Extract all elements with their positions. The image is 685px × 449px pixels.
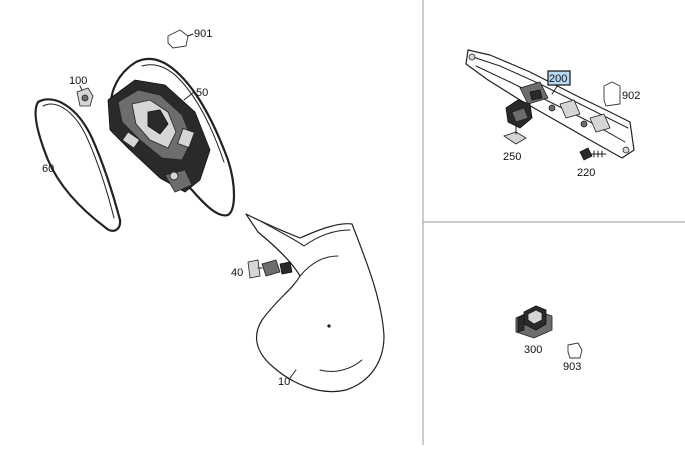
leader-200 (551, 84, 559, 95)
callout-220: 220 (577, 167, 595, 179)
callout-40: 40 (231, 267, 243, 279)
callout-200-box (547, 70, 571, 86)
callout-50: 50 (196, 87, 208, 99)
part-40-connector[interactable] (247, 259, 293, 279)
callout-250: 250 (503, 151, 521, 163)
callout-100: 100 (69, 75, 87, 87)
callout-60: 60 (42, 163, 54, 175)
part-10-mirror-cover[interactable] (245, 213, 385, 393)
leader-50 (183, 91, 195, 101)
leader-10 (289, 369, 297, 379)
callout-902: 902 (622, 90, 640, 102)
leader-100 (79, 85, 83, 91)
callout-10: 10 (278, 376, 290, 388)
part-200-bracket-rail[interactable] (465, 49, 635, 159)
part-902-tag[interactable] (603, 81, 621, 107)
callout-300: 300 (524, 344, 542, 356)
part-250-actuator[interactable] (503, 99, 533, 145)
part-60-mirror-glass[interactable] (34, 98, 122, 232)
part-220-screw[interactable] (579, 147, 607, 161)
callout-903: 903 (563, 361, 581, 373)
callout-901: 901 (194, 28, 212, 40)
callout-200: 200 (549, 73, 567, 85)
part-903-tag[interactable] (567, 342, 583, 359)
part-300-connector[interactable] (515, 305, 553, 339)
part-901-tag[interactable] (167, 29, 189, 49)
part-100-clip[interactable] (76, 87, 94, 107)
part-50-mirror-housing[interactable] (107, 57, 236, 217)
leader-901 (187, 33, 194, 37)
